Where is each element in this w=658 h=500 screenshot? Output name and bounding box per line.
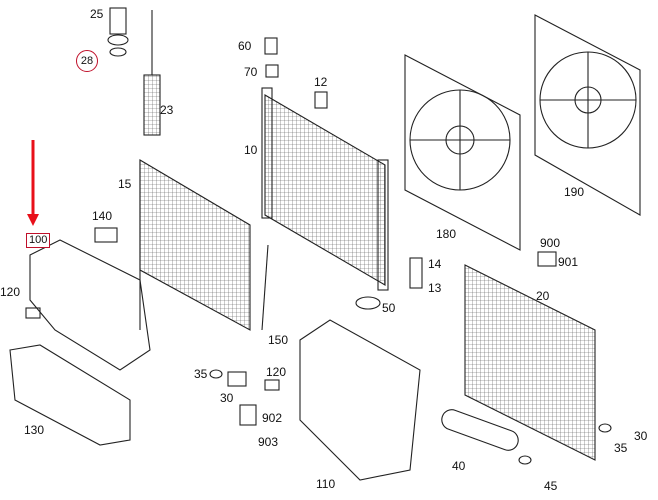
label-902: 902 [262,411,283,425]
label-120-left: 120 [0,285,21,299]
label-150: 150 [268,333,289,347]
air-duct-left [29,239,151,371]
label-190: 190 [564,185,585,199]
drier-rod [143,10,161,136]
label-903: 903 [258,435,279,449]
label-25: 25 [90,7,104,21]
label-120-mid: 120 [266,365,287,379]
air-duct-right [299,319,421,481]
label-30-right: 30 [634,429,648,443]
label-15: 15 [118,177,132,191]
label-900: 900 [540,236,561,250]
label-180: 180 [436,227,457,241]
label-140: 140 [92,209,113,223]
label-30-left: 30 [220,391,234,405]
label-20: 20 [536,289,550,303]
label-100: 100 [26,233,51,248]
air-guide-lower [9,344,131,446]
label-40: 40 [452,459,466,473]
label-35-right: 35 [614,441,628,455]
label-60: 60 [238,39,252,53]
label-130: 130 [24,423,45,437]
radiator [264,94,386,286]
label-45: 45 [544,479,558,493]
label-12: 12 [314,75,328,89]
label-50: 50 [382,301,396,315]
fan-shroud-180 [404,54,521,251]
label-23: 23 [160,103,174,117]
fan-shroud-190 [534,14,641,216]
condenser-right [464,264,596,461]
label-13: 13 [428,281,442,295]
label-28: 28 [76,50,98,72]
label-110: 110 [316,477,336,491]
condenser-left [139,159,251,331]
label-901: 901 [558,255,579,269]
receiver-drier [441,409,519,451]
cap-parts [107,7,129,57]
label-35-left: 35 [194,367,208,381]
label-14: 14 [428,257,442,271]
label-10: 10 [244,143,258,157]
label-70: 70 [244,65,258,79]
